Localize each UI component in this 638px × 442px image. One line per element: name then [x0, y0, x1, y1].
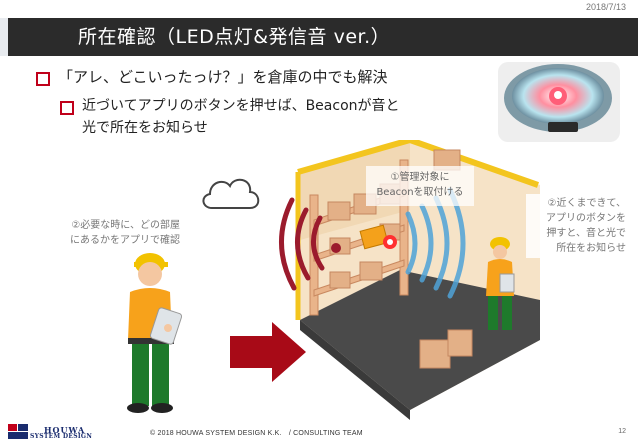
page-number: 12: [618, 428, 626, 435]
title-accent: [0, 18, 8, 56]
date-label: 2018/7/13: [586, 2, 626, 12]
bullet-text-2-line2: 光で所在をお知らせ: [82, 117, 400, 139]
worker-with-tablet-left: [118, 250, 198, 420]
bullet-marker-1: [36, 72, 50, 86]
caption-attach-beacon: ①管理対象に Beaconを取付ける: [370, 170, 470, 200]
bullet-marker-2: [60, 101, 74, 115]
page-title: 所在確認（LED点灯&発信音 ver.）: [78, 20, 390, 54]
company-logo-mark: [8, 424, 30, 440]
footer-copyright: © 2018 HOUWA SYSTEM DESIGN K.K. / CONSUL…: [150, 428, 363, 438]
bullet-text-1: 「アレ、どこいったっけ？」を倉庫の中でも解決: [58, 66, 388, 87]
bullet-text-2: 近づいてアプリのボタンを押せば、Beaconが音と 光で所在をお知らせ: [82, 95, 400, 139]
bullet-text-2-line1: 近づいてアプリのボタンを押せば、Beaconが音と: [82, 95, 400, 117]
company-logo-subtitle: SYSTEM DESIGN: [30, 433, 92, 440]
cloud-icon: [198, 170, 264, 214]
beacon-photo: [498, 62, 620, 142]
caption-check-app: ②必要な時に、どの部屋 にあるかをアプリで確認: [70, 218, 180, 248]
caption-notify: ②近くまできて、 アプリのボタンを 押すと、音と光で 所在をお知らせ: [528, 196, 626, 256]
